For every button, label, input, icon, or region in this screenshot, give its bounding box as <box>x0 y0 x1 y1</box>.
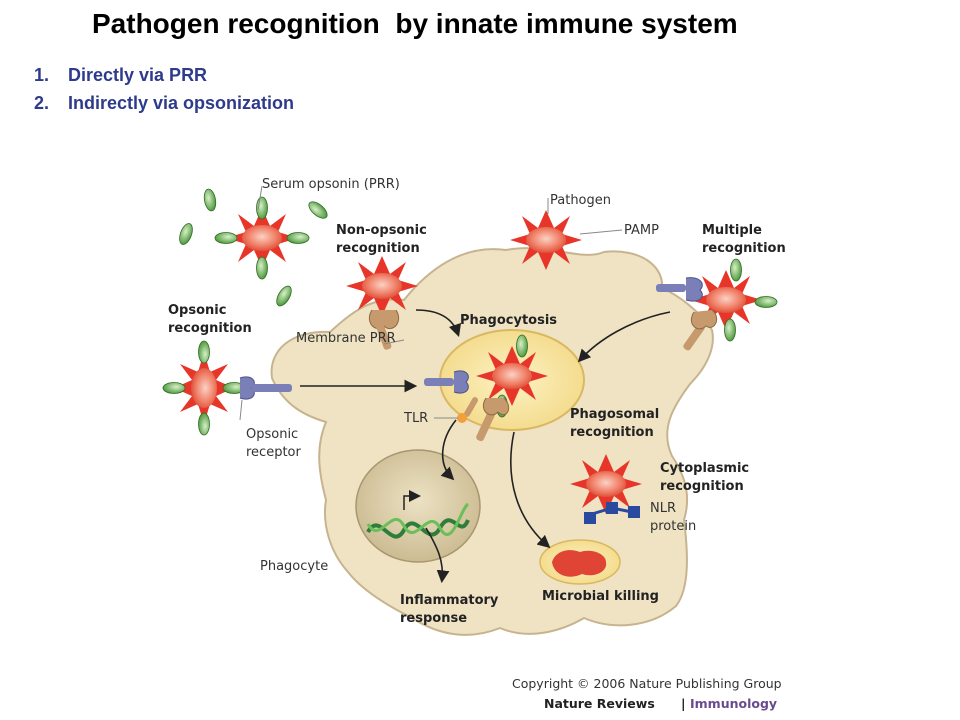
list-item: 2. Indirectly via opsonization <box>34 90 294 118</box>
label-non-opsonic-1: Non-opsonic <box>336 223 427 238</box>
label-opsonic-1: Opsonic <box>168 303 226 318</box>
label-multiple-1: Multiple <box>702 223 762 238</box>
label-phagosomal-2: recognition <box>570 425 654 440</box>
list-text: Directly via PRR <box>68 65 208 85</box>
label-phagocyte: Phagocyte <box>260 559 328 574</box>
copyright-text: Copyright © 2006 Nature Publishing Group <box>512 676 782 691</box>
label-non-opsonic-2: recognition <box>336 241 420 256</box>
nucleus <box>355 449 481 563</box>
label-phagosomal-1: Phagosomal <box>570 407 659 422</box>
arrows <box>300 309 671 584</box>
list-text: Indirectly via opsonization <box>68 93 295 113</box>
label-serum-opsonin: Serum opsonin (PRR) <box>262 177 400 192</box>
label-opsonic-receptor-1: Opsonic <box>246 427 298 442</box>
phagocyte-cell <box>270 247 714 636</box>
label-pathogen: Pathogen <box>550 193 611 208</box>
label-cytoplasmic-2: recognition <box>660 479 744 494</box>
label-opsonic-2: recognition <box>168 321 252 336</box>
label-pamp: PAMP <box>624 223 659 238</box>
serum-opsonin-pathogen <box>214 196 310 280</box>
list-number: 1. <box>34 65 50 85</box>
multiple-recognition-receptors <box>656 277 718 351</box>
label-nlr-1: NLR <box>650 501 676 516</box>
label-membrane-prr: Membrane PRR <box>296 331 396 346</box>
journal-name: Nature Reviews <box>544 696 655 711</box>
list-number: 2. <box>34 93 50 113</box>
degraded-pathogen <box>552 550 607 577</box>
label-phagocytosis: Phagocytosis <box>460 313 557 328</box>
slide-title: Pathogen recognition by innate immune sy… <box>92 8 738 39</box>
journal-subject: Immunology <box>690 696 777 711</box>
phagosomal-receptors <box>424 370 510 442</box>
label-multiple-2: recognition <box>702 241 786 256</box>
label-nlr-2: protein <box>650 519 696 534</box>
label-pointers <box>239 185 623 421</box>
label-cytoplasmic-1: Cytoplasmic <box>660 461 749 476</box>
nlr-protein <box>584 502 640 524</box>
label-tlr: TLR <box>403 411 428 426</box>
recognition-list: 1. Directly via PRR 2. Indirectly via opso… <box>34 62 294 118</box>
label-inflammatory-2: response <box>400 611 467 626</box>
label-microbial-killing: Microbial killing <box>542 589 659 604</box>
opsonic-receptor <box>239 376 292 400</box>
tlr-marker <box>457 413 467 423</box>
label-inflammatory-1: Inflammatory <box>400 593 499 608</box>
dna-helix <box>366 490 470 539</box>
journal-separator: | <box>681 696 686 711</box>
list-item: 1. Directly via PRR <box>34 62 294 90</box>
opsonized-pathogen <box>162 340 246 436</box>
label-opsonic-receptor-2: receptor <box>246 445 302 460</box>
